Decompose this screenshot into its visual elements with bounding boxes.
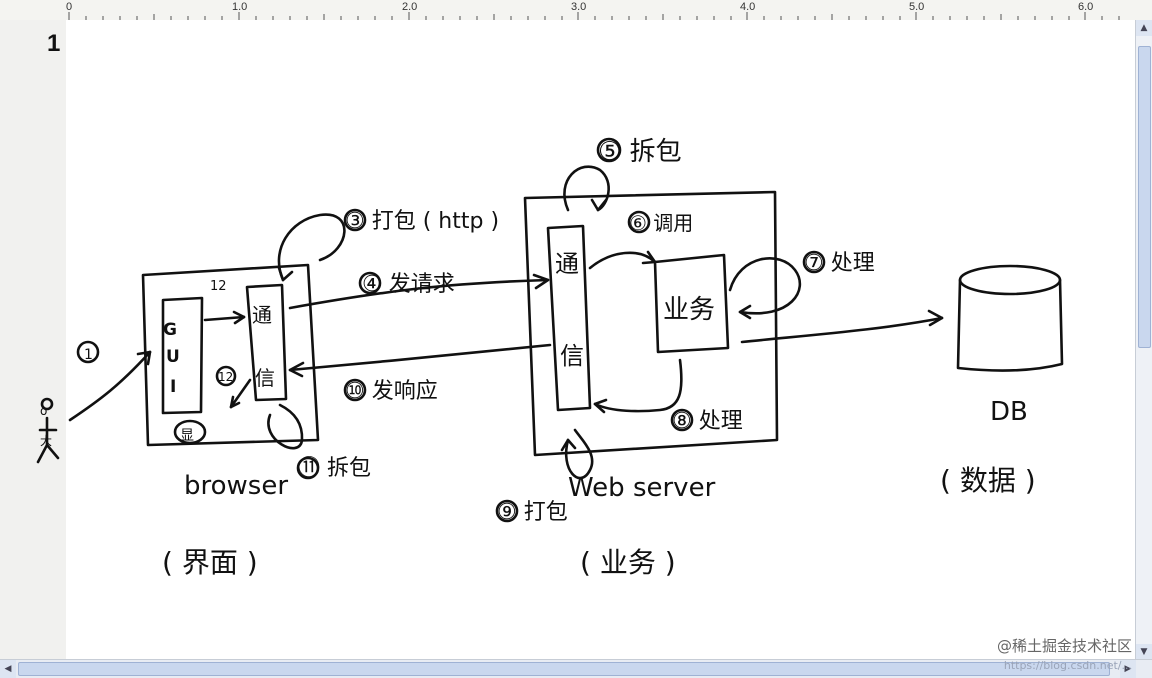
step-1-label: 1: [84, 347, 93, 363]
scroll-right-icon[interactable]: ▶: [1120, 660, 1136, 678]
page-number: 1: [47, 30, 61, 57]
browser-comm-char2: 信: [255, 366, 275, 390]
request-arrow: [288, 278, 550, 310]
watermark-url: https://blog.csdn.net/...: [1003, 659, 1132, 672]
server-biz-label: 业务: [663, 295, 715, 325]
gui-box: [161, 296, 204, 415]
ruler-label: 3.0: [571, 1, 587, 13]
browser-comm-box: [245, 283, 288, 402]
step-5-label: ⑤ 拆包: [598, 137, 682, 167]
user-label-line: 大: [40, 434, 52, 448]
loop-process: [728, 257, 802, 315]
ruler-label: 6.0: [1078, 1, 1094, 13]
watermark-text: @稀土掘金技术社区: [996, 637, 1132, 655]
gui-u-char: U: [166, 347, 180, 367]
step-6-label: ⑥ 调用: [629, 211, 693, 235]
server-zh: ( 业务 ): [580, 546, 676, 579]
horizontal-scroll-thumb[interactable]: [18, 662, 1110, 676]
arrow-user-to-browser: [68, 350, 152, 422]
ruler-label: 1.0: [232, 1, 248, 13]
browser-display-mark: 显: [180, 428, 194, 444]
step-4-label: ④ 发请求: [362, 272, 455, 297]
browser-name: browser: [184, 471, 288, 501]
ruler-label: 4.0: [740, 1, 756, 13]
step-7-label: ⑦ 处理: [804, 251, 875, 276]
db-name: DB: [990, 397, 1028, 427]
left-gutter: [0, 20, 66, 660]
browser-zh: ( 界面 ): [162, 546, 258, 579]
ruler-ticks: [68, 12, 1120, 20]
step-9-label: ⑨ 打包: [497, 500, 568, 525]
scroll-left-icon[interactable]: ◀: [0, 660, 16, 678]
step-12-top-label: 12: [210, 279, 227, 294]
step-12-label: 12: [218, 370, 233, 384]
server-name: Web server: [568, 473, 716, 503]
ruler-label: 2.0: [402, 1, 418, 13]
user-label-line: о: [40, 404, 47, 418]
loop-pack-browser: [277, 213, 346, 282]
server-comm-char2: 信: [560, 342, 584, 370]
step-3-label: ③ 打包 ( http ): [345, 209, 499, 234]
db-arrow: [740, 316, 944, 344]
db-cylinder: [956, 264, 1064, 372]
scroll-down-icon[interactable]: ▼: [1136, 644, 1152, 660]
ruler-label: 0: [66, 1, 73, 13]
loop-unpack-browser: [267, 403, 304, 450]
server-comm-char1: 通: [555, 250, 579, 278]
db-zh: ( 数据 ): [940, 464, 1036, 497]
server-biz-box: [653, 253, 730, 354]
browser-box: [141, 263, 320, 447]
step-11-label: ⑪ 拆包: [298, 456, 371, 481]
horizontal-scrollbar[interactable]: ◀ ▶: [0, 659, 1152, 678]
loop-pack-server: [564, 428, 594, 480]
vertical-scrollbar[interactable]: ▲ ▼: [1135, 20, 1152, 660]
scroll-up-icon[interactable]: ▲: [1136, 20, 1152, 36]
step-10-label: ⑩ 发响应: [345, 379, 438, 404]
vertical-scroll-thumb[interactable]: [1138, 46, 1151, 348]
step-8-label: ⑧ 处理: [672, 409, 743, 434]
server-box: [523, 190, 779, 457]
response-arrow: [288, 343, 552, 372]
ruler-label: 5.0: [909, 1, 925, 13]
server-comm-box: [546, 224, 592, 412]
user-figure: [36, 397, 60, 464]
gui-i-char: I: [170, 377, 176, 397]
browser-comm-char1: 通: [252, 303, 272, 327]
gui-g-char: G: [163, 320, 177, 340]
